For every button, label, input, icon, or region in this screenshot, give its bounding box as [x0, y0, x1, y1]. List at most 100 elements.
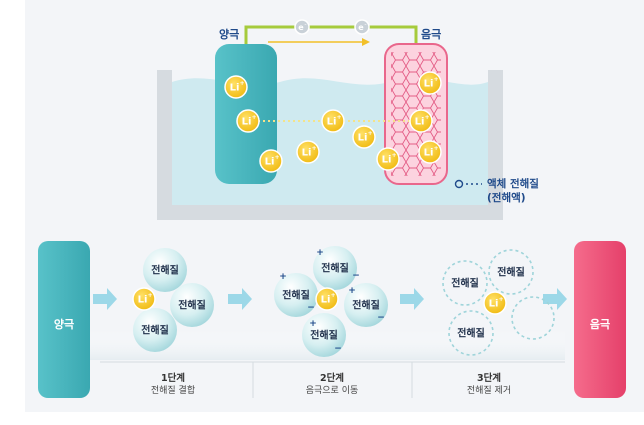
step2-lithium-ion: Li+	[315, 287, 339, 311]
step2-sphere-right: 전해질	[344, 283, 388, 327]
ion-symbol: Li	[327, 117, 337, 128]
electron-flow-arrowhead	[362, 38, 370, 46]
process-cathode-label: 음극	[589, 318, 611, 331]
minus-sign: −	[377, 313, 385, 323]
ion-charge: +	[252, 114, 257, 121]
lithium-ion-9: Li+	[418, 71, 442, 95]
step1-sphere-bottom: 전해질	[133, 308, 177, 352]
ion-charge: +	[434, 76, 439, 83]
step2-sphere-top: 전해질	[313, 246, 357, 290]
electrolyte-marker	[454, 179, 464, 189]
ion-charge: +	[337, 114, 342, 121]
ion-symbol: Li	[424, 148, 434, 159]
electron-2: e-	[354, 19, 370, 35]
lithium-ion-7: Li+	[376, 147, 400, 171]
lithium-ions-top: Li+Li+Li+Li+Li+Li+Li+Li+Li+Li+	[224, 71, 442, 173]
step3-lithium-ion: Li+	[483, 291, 507, 315]
external-wire	[244, 25, 418, 50]
ion-symbol: Li	[265, 157, 275, 168]
arrow-4	[543, 288, 567, 310]
ion-symbol: Li	[321, 295, 331, 306]
ion-charge: +	[275, 154, 280, 161]
electrolyte-word: 전해질	[497, 266, 525, 279]
electrolyte-word: 전해질	[352, 299, 380, 312]
step3-empty-ring	[511, 296, 555, 340]
step3-sphere-right: 전해질	[488, 249, 534, 295]
ion-charge: +	[368, 130, 373, 137]
step1-sphere-top: 전해질	[143, 248, 187, 292]
ion-symbol: Li	[230, 83, 240, 94]
electrolyte-word: 전해질	[141, 324, 169, 337]
lithium-ion-3: Li+	[259, 149, 283, 173]
lithium-ion-10: Li+	[418, 140, 442, 164]
arrow-2	[228, 288, 252, 310]
electron-symbol: e	[358, 23, 364, 32]
ion-symbol: Li	[382, 155, 392, 166]
electrolyte-word: 전해질	[321, 262, 349, 275]
step-2-desc: 음극으로 이동	[305, 386, 359, 396]
electrolyte-word: 전해질	[451, 277, 479, 290]
electrons: e-e-	[294, 19, 370, 35]
lithium-ions-bottom: Li+Li+Li+	[132, 287, 507, 315]
ion-charge: +	[331, 292, 336, 299]
ion-charge: +	[434, 145, 439, 152]
minus-sign: −	[334, 344, 342, 354]
electrolyte-word: 전해질	[151, 264, 179, 277]
ion-symbol: Li	[302, 148, 312, 159]
step3-sphere-bottom: 전해질	[448, 310, 494, 356]
ion-charge: +	[499, 296, 504, 303]
lithium-ion-6: Li+	[352, 125, 376, 149]
step1-lithium-ion: Li+	[132, 287, 156, 311]
electron-1: e-	[294, 19, 310, 35]
anode-label: 양극	[219, 28, 240, 41]
electrolyte-word: 전해질	[310, 329, 338, 342]
ion-symbol: Li	[424, 79, 434, 90]
step-3-title: 3단계	[476, 373, 502, 384]
ion-charge: +	[148, 292, 153, 299]
ion-charge: +	[312, 145, 317, 152]
minus-sign: −	[352, 271, 360, 281]
step-1-title: 1단계	[160, 373, 186, 384]
ion-symbol: Li	[415, 117, 425, 128]
plus-sign: +	[316, 248, 324, 258]
process-cathode-bar	[574, 241, 626, 398]
cathode-label: 음극	[421, 28, 442, 41]
electrolyte-word: 전해질	[457, 327, 485, 340]
lithium-ion-8: Li+	[409, 109, 433, 133]
electrolyte-word: 전해질	[178, 299, 206, 312]
process-arrows	[93, 288, 567, 310]
electrolyte-word: 전해질	[282, 289, 310, 302]
electrolyte-label-line2: (전해액)	[487, 192, 526, 204]
ion-symbol: Li	[138, 295, 148, 306]
step2-sphere-bottom: 전해질	[302, 313, 346, 357]
lithium-ion-1: Li+	[224, 75, 248, 99]
ion-symbol: Li	[489, 299, 499, 310]
electron-charge: -	[304, 21, 306, 28]
step-3-desc: 전해질 제거	[466, 386, 512, 396]
plus-sign: +	[309, 319, 317, 329]
electron-symbol: e	[298, 23, 304, 32]
lithium-ion-2: Li+	[236, 109, 260, 133]
lithium-ion-4: Li+	[296, 140, 320, 164]
process-anode-label: 양극	[53, 318, 75, 331]
step2-sphere-left: 전해질	[274, 273, 318, 317]
ion-symbol: Li	[242, 117, 252, 128]
step3-sphere-left: 전해질	[442, 260, 488, 306]
ion-charge: +	[392, 152, 397, 159]
electron-charge: -	[364, 21, 366, 28]
ion-symbol: Li	[358, 133, 368, 144]
process-anode-bar	[38, 241, 90, 398]
lithium-ion-5: Li+	[321, 109, 345, 133]
ion-charge: +	[240, 80, 245, 87]
arrow-1	[93, 288, 117, 310]
step1-sphere-right: 전해질	[170, 283, 214, 327]
plus-sign: +	[279, 272, 287, 282]
ion-charge: +	[425, 114, 430, 121]
plus-sign: +	[348, 286, 356, 296]
step-1-desc: 전해질 결합	[150, 386, 196, 396]
electrolyte-label-line1: 액체 전해질	[487, 178, 539, 190]
arrow-3	[400, 288, 424, 310]
